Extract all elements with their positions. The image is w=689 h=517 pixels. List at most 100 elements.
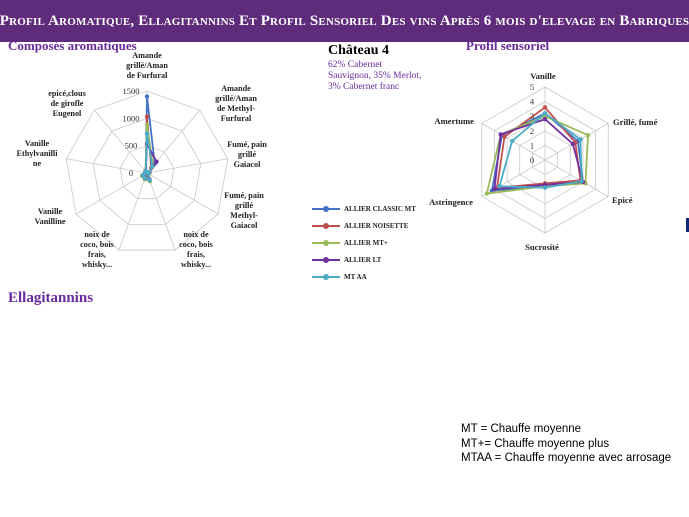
axis-spoke <box>75 172 148 215</box>
axis-label: Amertume <box>434 116 474 126</box>
axis-label: noix de <box>183 230 209 239</box>
axis-spoke <box>146 158 228 174</box>
axis-spoke <box>544 159 609 197</box>
axis-label: Gaiacol <box>231 221 259 230</box>
axis-label: Epicé <box>612 195 633 205</box>
legend-swatch <box>312 239 340 247</box>
legend-swatch <box>312 205 340 213</box>
axis-label: Fumé, pain <box>227 140 267 149</box>
legend-label: ALLIER CLASSIC MT <box>344 205 416 213</box>
legend-marker <box>323 240 329 246</box>
axis-label: grillé/Aman <box>126 61 168 70</box>
r-tick-label: 1000 <box>123 113 140 123</box>
legend-label: ALLIER LT <box>344 256 382 264</box>
data-point <box>570 141 576 147</box>
axis-label: coco, bois <box>80 240 114 249</box>
axis-spoke <box>118 172 148 251</box>
page-title: Profil Aromatique, Ellagitannins Et Prof… <box>0 12 689 29</box>
legend-item: ALLIER CLASSIC MT <box>312 205 416 213</box>
title-bar: Profil Aromatique, Ellagitannins Et Prof… <box>0 0 689 42</box>
r-tick-label: 4 <box>530 97 535 107</box>
legend-marker <box>323 206 329 212</box>
r-tick-label: 1500 <box>123 86 140 96</box>
axis-label: de Methyl- <box>217 104 255 113</box>
axis-label: frais, <box>88 250 106 259</box>
axis-label: grillé <box>235 201 254 210</box>
note-line: MTAA = Chauffe moyenne avec arrosage <box>461 452 672 464</box>
axis-label: grillé <box>238 150 257 159</box>
r-tick-label: 500 <box>125 141 138 151</box>
legend-marker <box>323 274 329 280</box>
series-line <box>498 112 583 189</box>
data-point <box>579 178 584 184</box>
grid-ring <box>92 117 202 225</box>
data-point <box>147 177 152 183</box>
axis-label: Vanille <box>530 71 556 81</box>
grid-ring <box>65 90 229 251</box>
wine-blend-line: Sauvignon, 35% Merlot, <box>328 71 422 81</box>
axis-label: whisky... <box>82 260 112 269</box>
data-point <box>542 116 548 122</box>
axis-label: Furfural <box>221 114 252 123</box>
note-line: MT = Chauffe moyenne <box>461 423 582 435</box>
axis-label: Ethylvanilli <box>17 149 59 158</box>
axis-label: grillé/Aman <box>215 94 257 103</box>
edge-marker <box>686 218 689 232</box>
axis-label: Gaiacol <box>234 160 262 169</box>
axis-label: epicé,clous <box>48 89 86 98</box>
wine-blend-line: 3% Cabernet franc <box>328 82 400 92</box>
r-tick-label: 2 <box>530 126 534 136</box>
data-point <box>143 169 148 174</box>
axis-spoke <box>146 172 176 251</box>
legend-item: ALLIER NOISETTE <box>312 222 408 230</box>
axis-label: whisky... <box>181 260 211 269</box>
legend-marker <box>323 223 329 229</box>
r-tick-label: 0 <box>129 168 133 178</box>
axis-spoke <box>146 172 219 215</box>
sensory-heading: Profil sensoriel <box>466 38 550 53</box>
data-point <box>585 132 591 138</box>
wine-blend: 62% Cabernet Sauvignon, 35% Merlot, 3% C… <box>328 60 438 93</box>
data-point <box>144 114 150 119</box>
axis-label: Fumé, pain <box>224 191 264 200</box>
axis-label: Vanille <box>25 139 50 148</box>
axis-label: frais, <box>187 250 205 259</box>
aromatic-heading: Composés aromatiques <box>8 38 137 53</box>
note-line: MT+= Chauffe moyenne plus <box>461 437 610 450</box>
legend-label: MT AA <box>344 273 367 281</box>
data-point <box>542 111 548 116</box>
notes: MT = Chauffe moyenne MT+= Chauffe moyenn… <box>461 422 671 466</box>
r-tick-label: 1 <box>530 140 534 150</box>
legend-item: ALLIER MT+ <box>312 239 388 247</box>
data-point <box>484 191 490 196</box>
ellagitannins-heading: Ellagitannins <box>8 290 94 306</box>
r-tick-label: 0 <box>530 155 534 165</box>
data-point <box>144 122 150 128</box>
legend-swatch <box>312 222 340 230</box>
r-tick-label: 5 <box>530 82 534 92</box>
data-point <box>578 137 583 142</box>
grid-ring <box>119 145 175 200</box>
data-point <box>542 185 548 190</box>
data-point <box>542 105 548 110</box>
axis-label: Astringence <box>429 197 473 207</box>
data-point <box>492 187 497 192</box>
legend-swatch <box>312 273 340 281</box>
r-tick-label: 3 <box>530 111 534 121</box>
axis-label: Sucrosité <box>525 242 559 252</box>
data-point <box>509 138 515 144</box>
legend-item: MT AA <box>312 273 367 281</box>
data-point <box>144 94 150 99</box>
axis-spoke <box>93 109 148 174</box>
axis-spoke <box>66 158 148 174</box>
axis-label: de Furfural <box>127 71 168 80</box>
legend-item: ALLIER LT <box>312 256 381 264</box>
axis-label: Methyl- <box>230 211 258 220</box>
series-line <box>490 112 584 192</box>
legend-label: ALLIER NOISETTE <box>344 222 409 230</box>
data-point <box>497 184 502 189</box>
axis-label: Amande <box>132 51 162 60</box>
axis-label: Vanilline <box>34 217 65 226</box>
data-point <box>150 164 155 169</box>
